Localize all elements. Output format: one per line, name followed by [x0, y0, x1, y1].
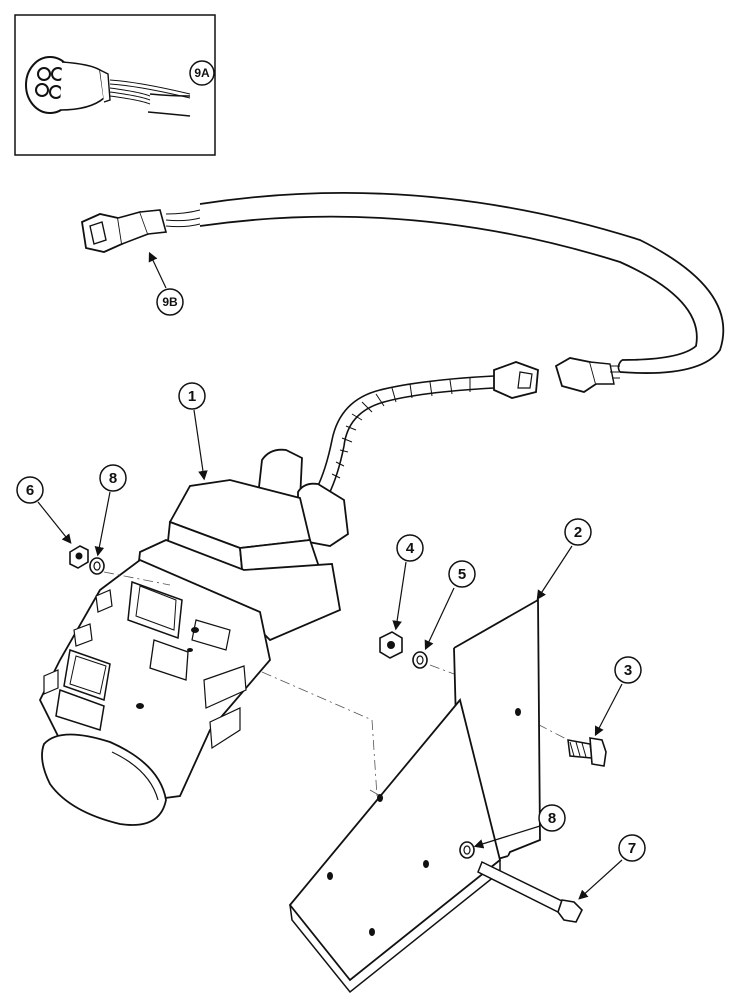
callout-2: 2	[536, 518, 592, 601]
callout-6-label: 6	[26, 482, 34, 499]
callout-9b: 9B	[148, 251, 184, 316]
washer-8-upper	[89, 557, 105, 575]
callout-9b-label: 9B	[162, 295, 178, 309]
callout-4-label: 4	[406, 540, 415, 557]
callout-1-label: 1	[188, 388, 196, 405]
callout-5-label: 5	[458, 566, 466, 583]
connector-left-plug	[493, 361, 539, 399]
nut-4	[379, 631, 403, 659]
bolt-3	[567, 737, 607, 767]
washer-5	[412, 651, 428, 669]
callout-8-lower-label: 8	[548, 810, 556, 827]
callout-7: 7	[578, 834, 646, 900]
callout-9a: 9A	[189, 60, 215, 86]
washer-8-lower	[459, 841, 475, 859]
mounting-bracket	[288, 598, 541, 994]
bolt-7	[477, 860, 583, 923]
callout-4: 4	[392, 534, 424, 631]
connector-right-socket	[554, 357, 620, 393]
callout-8-upper: 8	[94, 464, 127, 557]
inset-detail-9a: 9A	[14, 14, 216, 156]
switch-module	[38, 448, 349, 826]
callout-3-label: 3	[624, 662, 632, 679]
callout-8-lower: 8	[473, 804, 566, 849]
wiring-harness	[81, 191, 725, 497]
callout-5: 5	[424, 560, 476, 651]
callout-7-label: 7	[628, 840, 636, 857]
callout-8-upper-label: 8	[109, 470, 117, 487]
connector-9b	[81, 209, 168, 253]
nut-6	[69, 545, 89, 569]
callout-2-label: 2	[574, 524, 582, 541]
callout-6: 6	[16, 476, 72, 544]
callout-3: 3	[594, 656, 642, 737]
callout-1: 1	[178, 382, 208, 481]
connector-9a-face	[25, 56, 191, 117]
callout-9a-label: 9A	[194, 66, 210, 80]
